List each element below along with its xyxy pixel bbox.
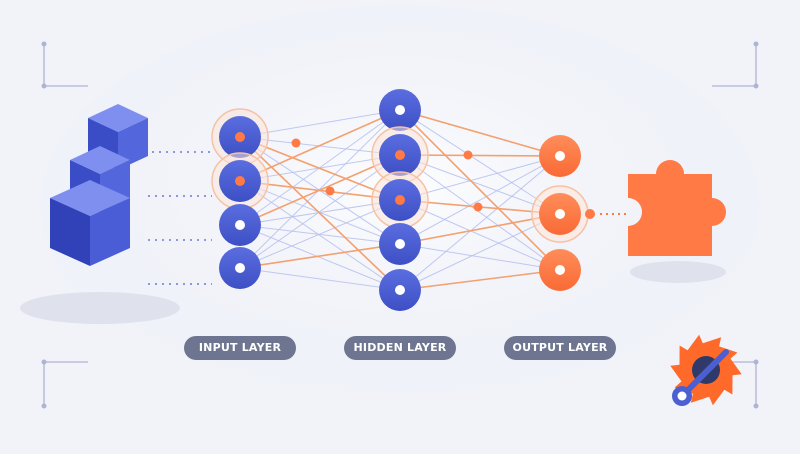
active-connection-edge [399, 109, 561, 271]
connection-edge [399, 199, 561, 271]
output-layer-label: OUTPUT LAYER [504, 336, 616, 360]
connection-edge [239, 180, 401, 291]
connection-edge [239, 154, 401, 269]
signal-pulse [325, 186, 335, 196]
active-connection-edge [399, 269, 561, 291]
output-node [539, 249, 581, 291]
connection-edge [239, 109, 401, 226]
input-connectors [148, 151, 212, 285]
stacked-cubes-icon [20, 104, 180, 324]
input-layer-label: INPUT LAYER [184, 336, 296, 360]
signal-pulse [463, 150, 473, 160]
corner-bracket-top-left [43, 44, 88, 87]
connection-edge [239, 267, 401, 291]
hidden-node [371, 126, 429, 184]
connection-edge [239, 109, 401, 269]
connection-edge [399, 155, 561, 291]
hidden-node [379, 223, 421, 265]
active-connection-edge [239, 109, 401, 182]
connection-edge [239, 224, 401, 291]
input-node [219, 204, 261, 246]
hidden-node [379, 269, 421, 311]
connection-edge [399, 154, 561, 271]
output-node [539, 135, 581, 177]
gear-wrench-icon [670, 334, 742, 406]
input-node [219, 247, 261, 289]
signal-pulse [473, 202, 483, 212]
input-node [211, 152, 269, 210]
puzzle-piece-icon [628, 160, 726, 283]
output-connector [585, 209, 626, 219]
input-node [211, 108, 269, 166]
hidden-layer-label: HIDDEN LAYER [344, 336, 456, 360]
hidden-node [379, 89, 421, 131]
connection-edge [399, 109, 561, 215]
hidden-node [371, 171, 429, 229]
connection-edge [399, 213, 561, 291]
network-nodes [211, 89, 589, 311]
connection-edge [399, 243, 561, 271]
signal-pulse [291, 138, 301, 148]
active-connection-edge [239, 154, 401, 226]
output-node [531, 185, 589, 243]
connection-edge [399, 155, 561, 245]
connection-edge [239, 199, 401, 269]
active-connection-edge [239, 243, 401, 269]
corner-bracket-top-right [712, 44, 757, 87]
active-connection-edge [399, 109, 561, 157]
active-connection-edge [239, 136, 401, 291]
corner-bracket-bottom-left [43, 361, 88, 406]
